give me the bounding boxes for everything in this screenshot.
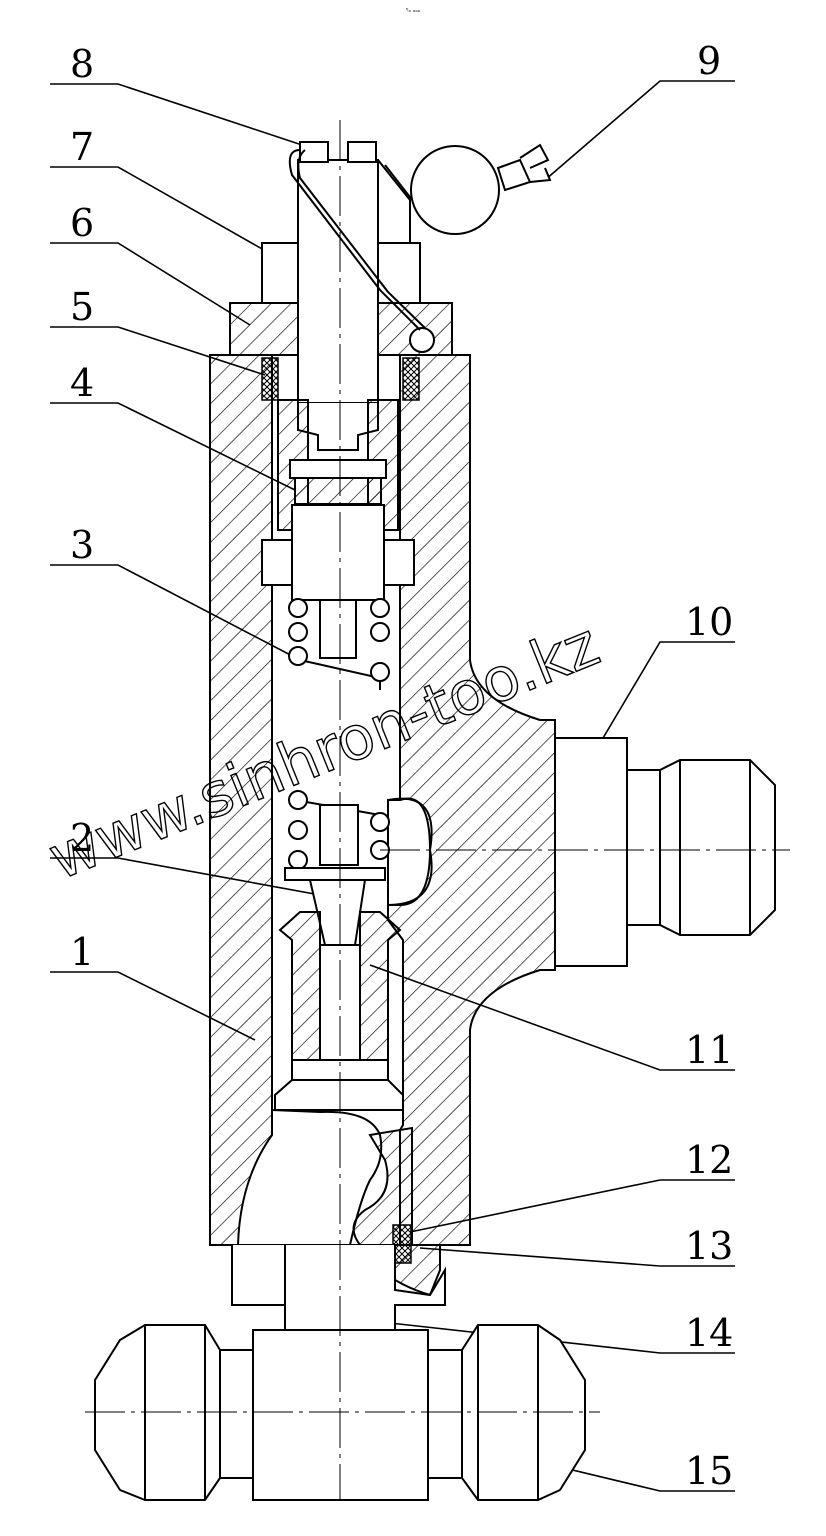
label-15: 15 [685,1449,733,1493]
bottom-nut-part-14 [231,1245,446,1331]
seal-part-12 [392,1224,412,1264]
seal-part-5 [261,357,420,401]
label-5: 5 [70,285,94,329]
label-3: 3 [70,523,94,567]
label-8: 8 [70,42,94,86]
label-7: 7 [70,125,94,169]
label-14: 14 [685,1311,733,1355]
label-10: 10 [685,600,733,644]
part-labels: 8 7 6 5 4 3 2 1 9 10 11 12 13 14 15 [70,39,733,1493]
label-1: 1 [70,930,94,974]
label-6: 6 [70,201,94,245]
label-9: 9 [697,39,721,83]
cap-nut-part-6 [229,302,453,356]
label-13: 13 [685,1224,733,1268]
top-mark: ᵑₒ ₒₒₒ [406,7,421,14]
label-2: 2 [70,816,94,860]
label-12: 12 [685,1138,733,1182]
upper-spring-part-3 [288,598,390,690]
leader-lines [50,80,735,1492]
seal-ball-part-9 [410,143,552,235]
side-port-part-10 [387,737,776,967]
label-11: 11 [685,1028,733,1072]
lower-valve-part-2 [284,790,390,946]
stem-part-7 [261,141,421,601]
center-lines [85,120,790,1500]
label-4: 4 [70,361,94,405]
